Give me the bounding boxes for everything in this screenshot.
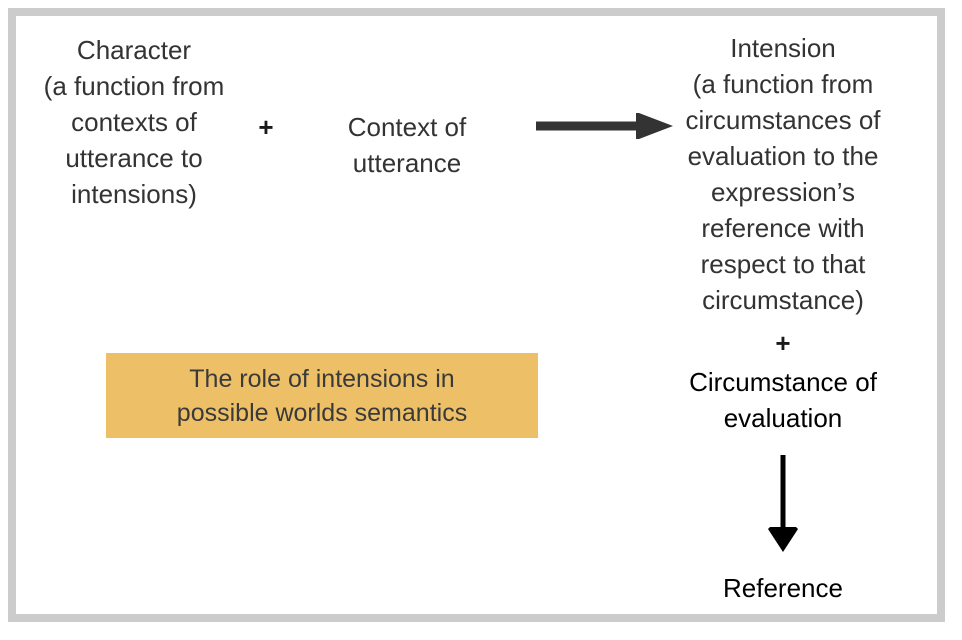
caption-text: The role of intensions in possible world… bbox=[176, 364, 468, 427]
node-context-of-utterance: Context of utterance bbox=[347, 112, 467, 178]
caption-box: The role of intensions in possible world… bbox=[106, 353, 538, 438]
figure-border-frame bbox=[8, 8, 945, 622]
arrow-right-icon bbox=[536, 107, 676, 145]
node-circumstance-of-evaluation: Circumstance of evaluation bbox=[689, 367, 877, 433]
node-reference: Reference bbox=[723, 573, 843, 603]
node-character: Character (a function from contexts of u… bbox=[43, 35, 225, 209]
arrow-down-icon bbox=[757, 455, 809, 555]
plus-operator-character-context: + bbox=[258, 112, 274, 142]
plus-operator-intension-circumstance: + bbox=[775, 328, 791, 358]
node-intension: Intension (a function from circumstances… bbox=[685, 33, 881, 315]
